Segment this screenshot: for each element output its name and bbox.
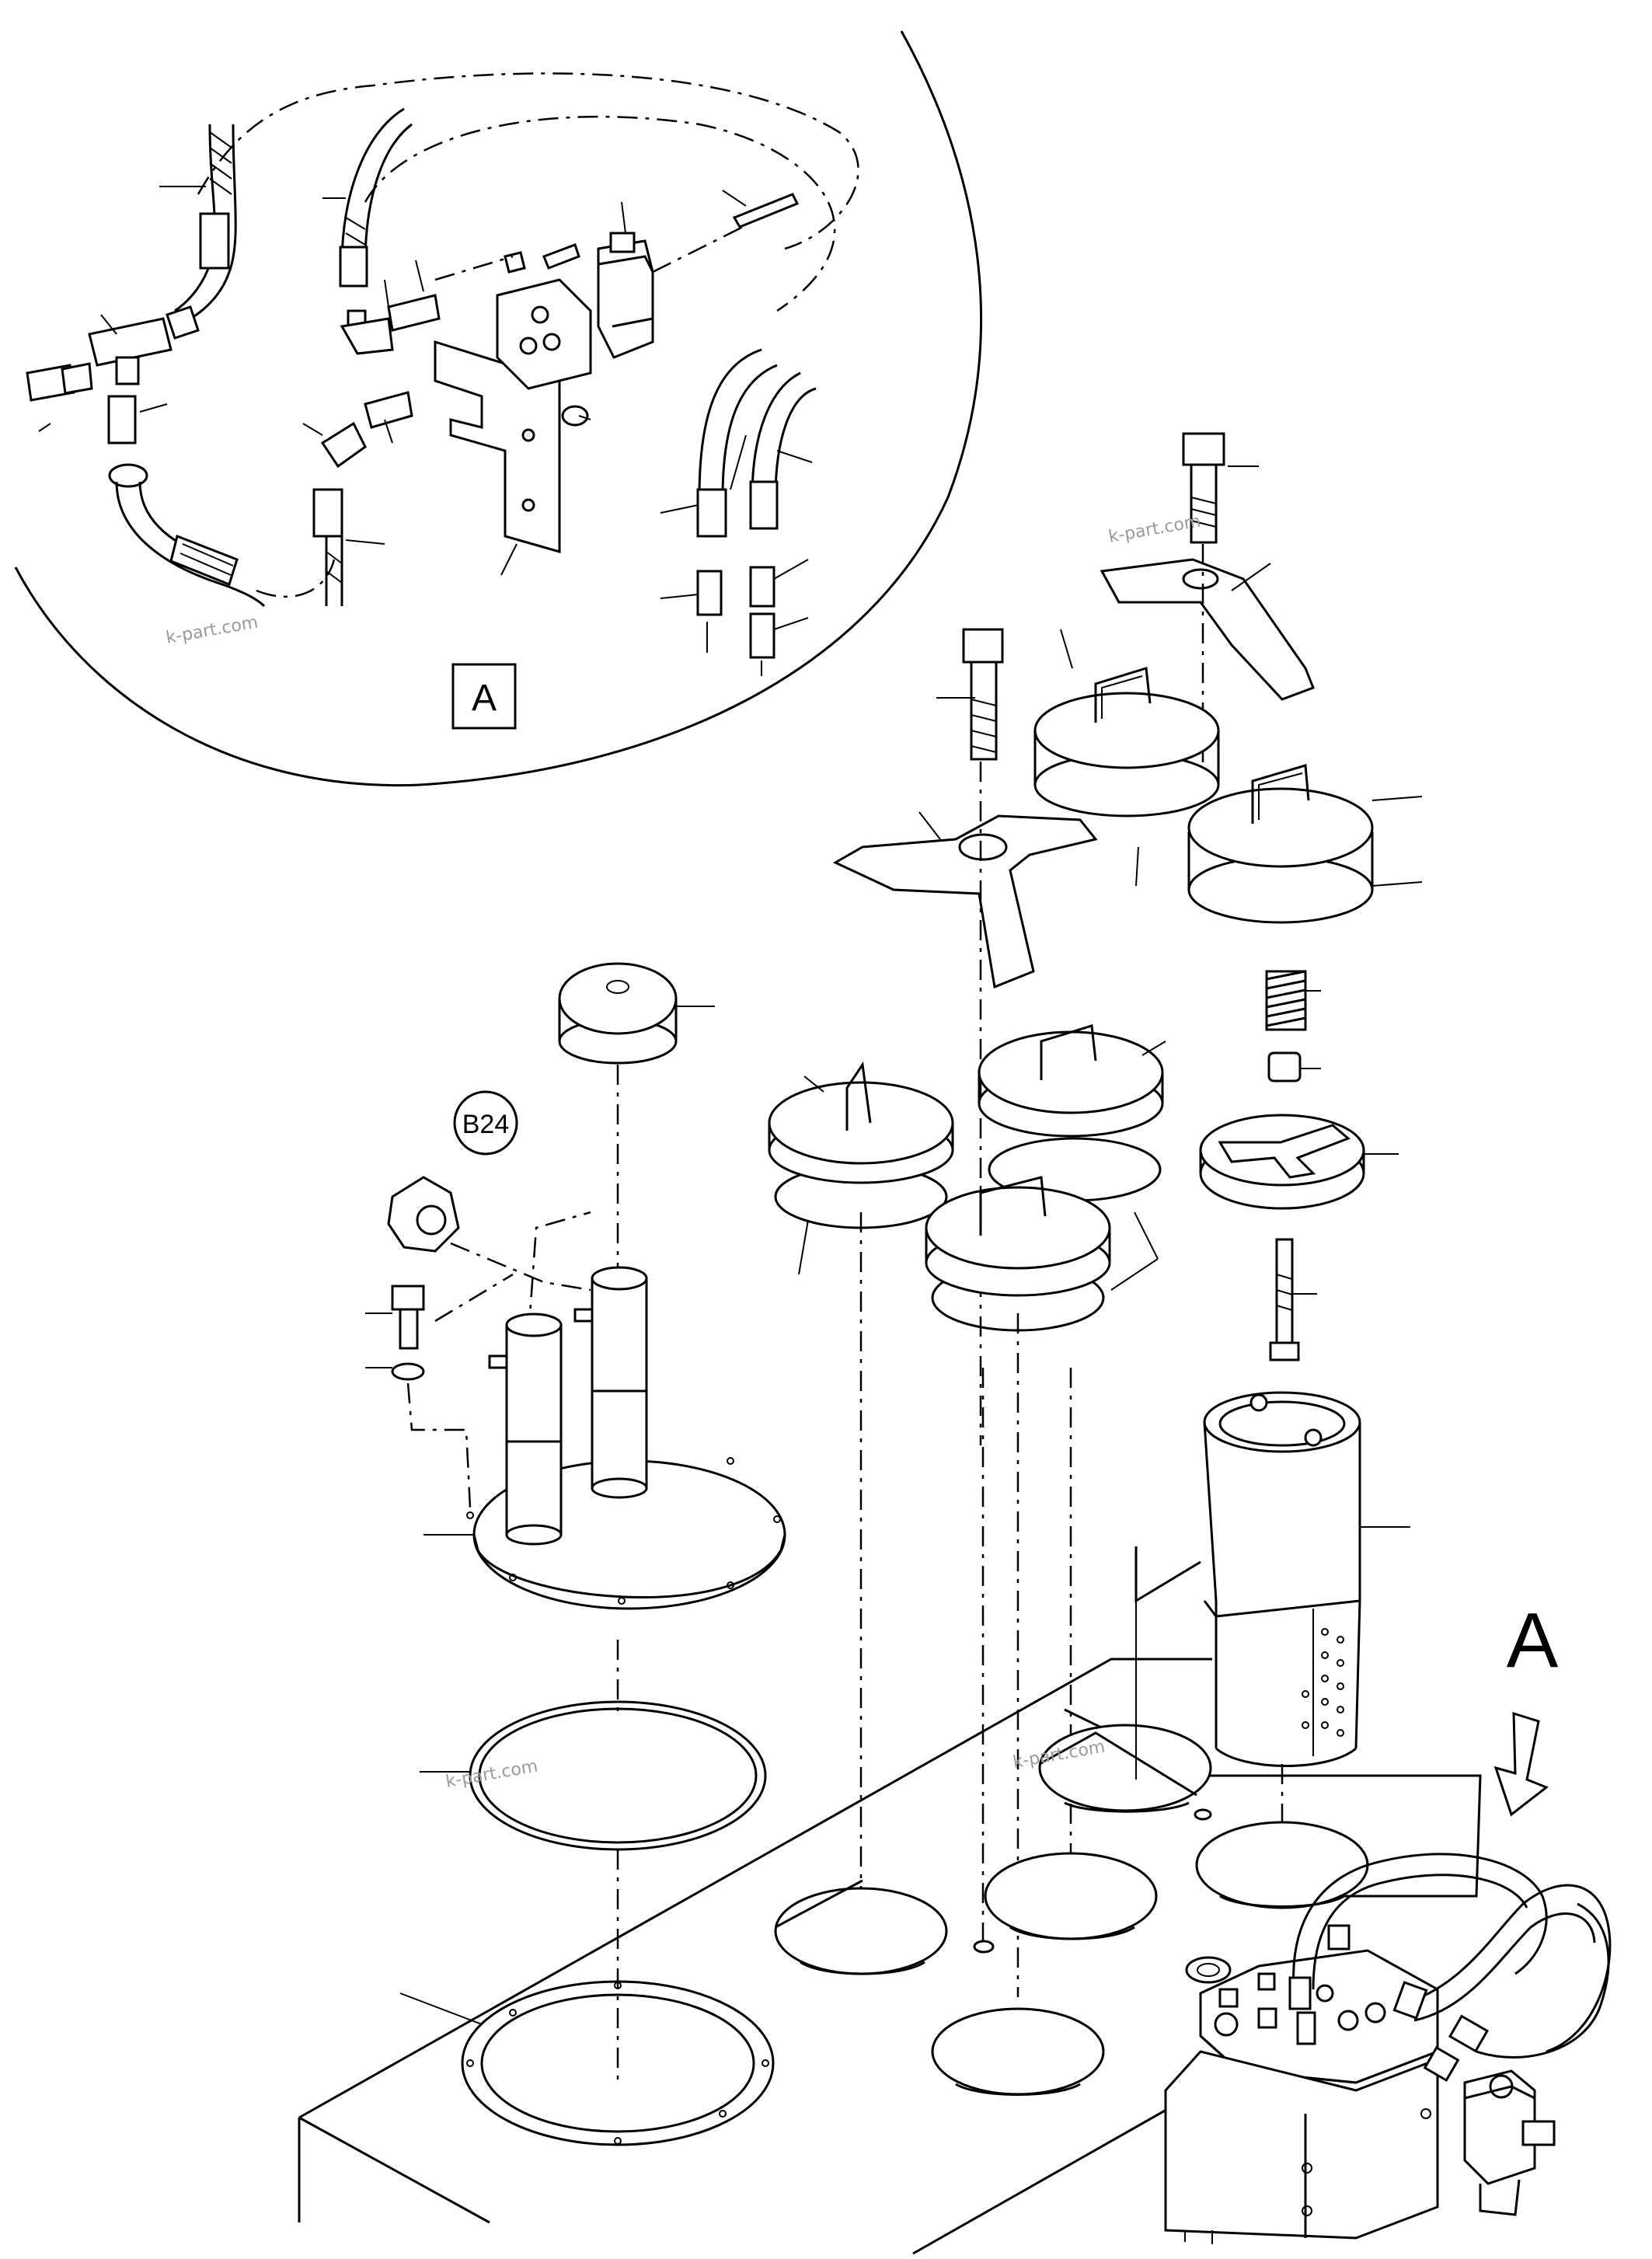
cover-with-handle [1033, 667, 1220, 817]
b24-assembly: B24 [387, 962, 786, 2146]
plug [1185, 1956, 1232, 1984]
filter-covers-middle [768, 1024, 1284, 1997]
valve-bracket [434, 193, 800, 553]
mounting-ring [461, 1980, 775, 2146]
bolt [391, 1285, 425, 1311]
solenoid-valve [1463, 2069, 1556, 2216]
long-bolt [962, 628, 1004, 664]
left-hose-assembly [26, 124, 266, 608]
washer [391, 1362, 425, 1381]
detail-boundary-arc [14, 30, 982, 787]
washer [561, 405, 589, 427]
hose-loop [1398, 1884, 1612, 2053]
group-label-b24: B24 [462, 1110, 510, 1139]
hose-routing-line [256, 559, 336, 598]
strainer-basket [1203, 1391, 1361, 1767]
detail-leader-lines [38, 186, 813, 630]
watermark: k-part.com [1107, 511, 1202, 546]
tee-fitting [88, 317, 173, 367]
tank-opening [774, 1879, 948, 1975]
spring [1266, 970, 1306, 1027]
cover-with-handle [925, 1176, 1111, 1332]
long-bolt [1182, 432, 1225, 466]
cap [558, 962, 678, 1065]
elbow-fitting [320, 421, 367, 469]
view-direction-label: A [1507, 1597, 1559, 1684]
view-direction-arrow [1493, 1711, 1549, 1817]
filter-housing-tube [505, 1323, 563, 1536]
right-hose-assembly [696, 348, 817, 676]
tank-opening [984, 1852, 1158, 1940]
elbow-fitting [340, 317, 394, 355]
valve-block-base [1164, 2050, 1439, 2240]
group-label-circle [453, 1090, 518, 1156]
view-label-a: A [472, 678, 497, 719]
cover-with-handle [768, 1061, 954, 1229]
spider-plate [1199, 1114, 1365, 1210]
filter-housing-tube [591, 1277, 648, 1490]
filter-head-plate [466, 1266, 786, 1610]
manifold-block [496, 278, 592, 390]
solenoid-valve [597, 239, 654, 359]
nut [387, 1176, 460, 1253]
view-label-box [451, 663, 517, 730]
watermark: k-part.com [165, 612, 260, 647]
hose-loop [1292, 1853, 1548, 1990]
watermark: k-part.com [444, 1756, 539, 1791]
middle-hose-assembly [312, 107, 441, 606]
detail-view-a: A k-part.com [14, 30, 982, 787]
valve-block-assembly [1164, 1853, 1612, 2244]
upper-clamp-assembly [832, 432, 1374, 1767]
tank-opening [931, 2007, 1105, 2096]
hose-routing-line [197, 72, 859, 250]
tank-opening [1195, 1821, 1369, 1909]
hose-loop [1476, 1902, 1610, 2059]
three-arm-clamp [832, 814, 1098, 989]
bolt [732, 193, 800, 228]
main-leader-lines [365, 465, 1423, 2025]
clamp-bar [1100, 558, 1315, 701]
nut [504, 251, 526, 274]
cover-with-handle [1187, 764, 1374, 924]
bolt [542, 243, 580, 270]
hose-sleeve [169, 534, 239, 586]
tank-body [298, 1546, 1482, 2255]
cover-with-handle [978, 1024, 1164, 1202]
tank-opening [1038, 1724, 1212, 1813]
hose-routing-line [364, 115, 836, 312]
spacer [1267, 1051, 1302, 1082]
